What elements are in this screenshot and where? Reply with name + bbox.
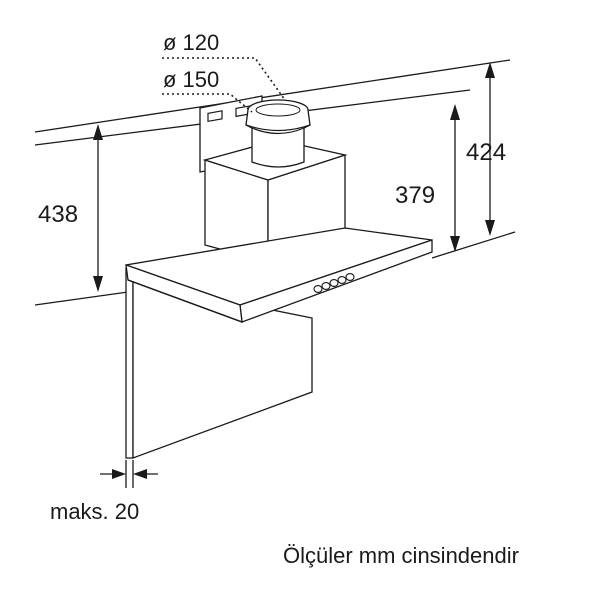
diameter-150-label: ø 150 bbox=[163, 67, 219, 92]
duct-collar-band-lower bbox=[251, 127, 305, 135]
side-wall-panel bbox=[125, 267, 134, 459]
control-button bbox=[313, 285, 323, 293]
control-button bbox=[345, 273, 355, 281]
dimension-arrow-438 bbox=[93, 124, 103, 292]
control-button bbox=[329, 279, 339, 287]
duct-collar-body bbox=[245, 109, 311, 168]
control-buttons bbox=[313, 273, 355, 293]
control-button bbox=[321, 282, 331, 290]
duct-collar-band bbox=[245, 124, 311, 132]
height-379-label: 379 bbox=[395, 182, 435, 209]
mounting-slot-left bbox=[207, 110, 223, 123]
leader-line-d150 bbox=[162, 93, 253, 113]
height-424-label: 424 bbox=[466, 139, 506, 166]
max-gap-arrows bbox=[100, 460, 158, 488]
max-gap-label: maks. 20 bbox=[50, 499, 139, 524]
reference-line-right-lower bbox=[431, 231, 516, 259]
diameter-120-label: ø 120 bbox=[163, 30, 219, 55]
control-button bbox=[337, 276, 347, 284]
height-438-label: 438 bbox=[38, 201, 78, 228]
dimension-arrow-424 bbox=[485, 62, 495, 236]
leader-line-d120 bbox=[162, 57, 286, 101]
dimension-arrow-379 bbox=[450, 104, 460, 252]
ceiling-line-top bbox=[34, 59, 511, 133]
duct-collar-inner bbox=[255, 103, 301, 117]
hood-canopy-lower-edge bbox=[127, 279, 243, 323]
reference-line-left-lower bbox=[34, 291, 129, 306]
units-footnote: Ölçüler mm cinsindendir bbox=[283, 543, 519, 568]
